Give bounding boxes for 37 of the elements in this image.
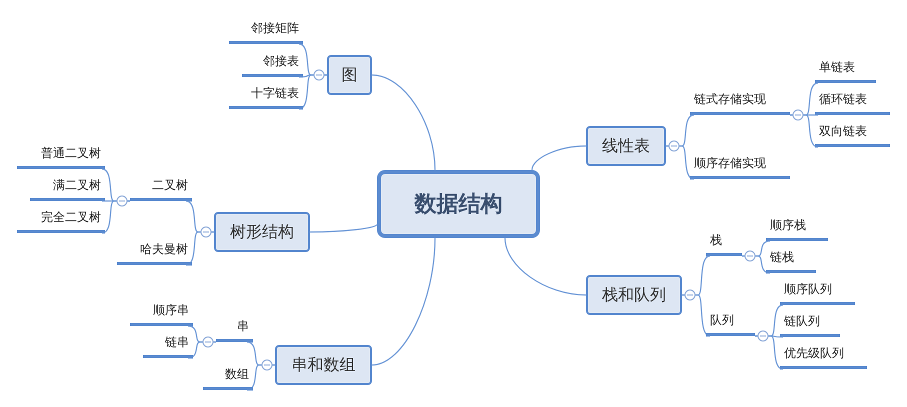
subtopic-label: 邻接表 xyxy=(242,55,303,77)
connector-line xyxy=(504,238,586,296)
subtopic-label: 链队列 xyxy=(780,315,840,337)
topic-box: 栈和队列 xyxy=(586,275,682,315)
subtopic-label: 串 xyxy=(216,320,253,342)
subtopic-label: 顺序存储实现 xyxy=(690,157,790,179)
subtopic-label: 二叉树 xyxy=(130,179,192,201)
subtopic-label: 邻接矩阵 xyxy=(229,22,303,44)
connector-line xyxy=(310,224,378,233)
subtopic-label: 链栈 xyxy=(766,251,816,273)
subtopic-label: 队列 xyxy=(706,314,755,336)
topic-box: 树形结构 xyxy=(214,212,310,252)
subtopic-label: 栈 xyxy=(706,234,742,256)
subtopic-label: 顺序队列 xyxy=(780,283,855,305)
subtopic-label: 顺序栈 xyxy=(766,219,828,241)
subtopic-label: 满二叉树 xyxy=(30,179,105,201)
central-topic-box: 数据结构 xyxy=(377,170,540,238)
connector-line xyxy=(372,238,436,366)
subtopic-label: 单链表 xyxy=(815,61,876,83)
subtopic-label: 十字链表 xyxy=(229,87,303,109)
connector-line xyxy=(531,145,586,170)
subtopic-label: 链串 xyxy=(143,336,193,358)
topic-box: 串和数组 xyxy=(275,345,372,385)
subtopic-label: 顺序串 xyxy=(130,304,193,326)
subtopic-label: 双向链表 xyxy=(815,125,890,147)
subtopic-label: 链式存储实现 xyxy=(690,93,790,115)
topic-box: 线性表 xyxy=(586,126,666,166)
connector-line xyxy=(185,231,214,266)
subtopic-label: 优先级队列 xyxy=(780,347,867,369)
subtopic-label: 普通二叉树 xyxy=(17,147,105,169)
subtopic-label: 完全二叉树 xyxy=(17,211,105,233)
connector-line xyxy=(372,74,436,170)
connector-line xyxy=(682,294,711,337)
subtopic-label: 数组 xyxy=(203,368,253,390)
subtopic-label: 哈夫曼树 xyxy=(117,243,192,265)
topic-box: 图 xyxy=(327,55,372,95)
subtopic-label: 循环链表 xyxy=(815,93,890,115)
